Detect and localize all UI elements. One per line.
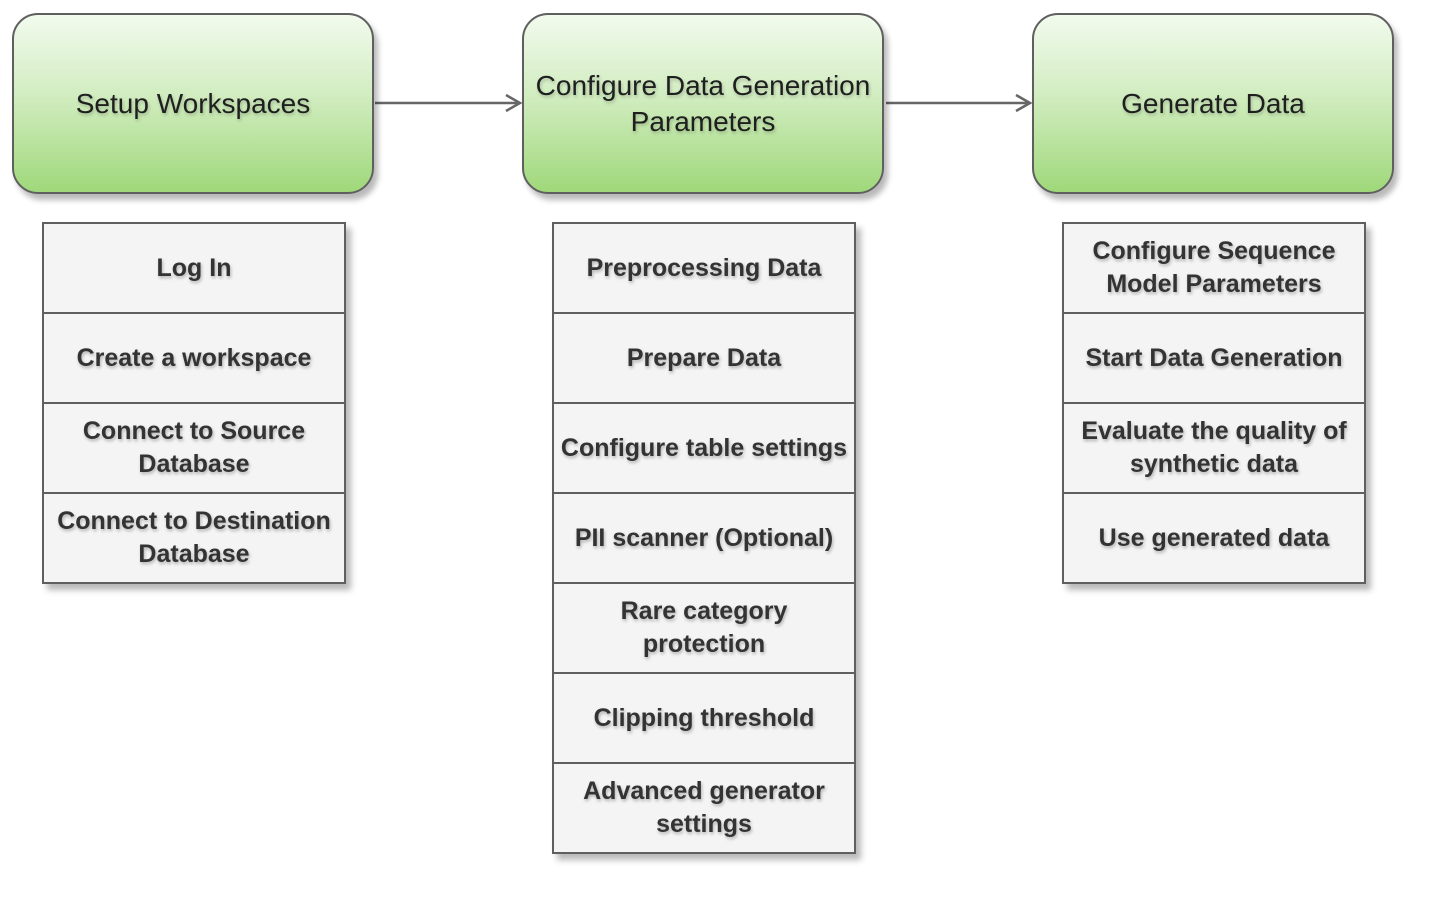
- step-configure-table-settings: Configure table settings: [554, 402, 854, 492]
- step-label: Prepare Data: [626, 343, 782, 372]
- stage-node-configure-parameters: Configure Data Generation Parameters: [522, 13, 884, 194]
- stage-title: Generate Data: [1121, 87, 1305, 119]
- step-label: Configure table settings: [560, 433, 848, 462]
- step-label: Rare category protection: [620, 597, 788, 658]
- stage-column-generate-data: Generate Data Configure Sequence Model P…: [1032, 13, 1394, 584]
- stage-title: Setup Workspaces: [75, 87, 311, 119]
- step-list-configure-parameters: Preprocessing Data Prepare Data Configur…: [552, 222, 856, 854]
- step-clipping-threshold: Clipping threshold: [554, 672, 854, 762]
- step-use-generated-data: Use generated data: [1064, 492, 1364, 582]
- step-create-workspace: Create a workspace: [44, 312, 344, 402]
- step-connect-source-database: Connect to Source Database: [44, 402, 344, 492]
- stage-column-configure-parameters: Configure Data Generation Parameters Pre…: [522, 13, 884, 854]
- step-label: Start Data Generation: [1085, 343, 1343, 372]
- step-start-data-generation: Start Data Generation: [1064, 312, 1364, 402]
- step-label: Connect to Source Database: [82, 417, 306, 478]
- step-label: PII scanner (Optional): [574, 523, 834, 552]
- stage-node-generate-data: Generate Data: [1032, 13, 1394, 194]
- step-pii-scanner: PII scanner (Optional): [554, 492, 854, 582]
- stage-column-setup-workspaces: Setup Workspaces Log In Create a workspa…: [12, 13, 374, 584]
- step-label: Connect to Destination Database: [57, 507, 331, 568]
- step-label: Preprocessing Data: [586, 253, 822, 282]
- step-label: Log In: [156, 253, 232, 282]
- step-advanced-generator-settings: Advanced generator settings: [554, 762, 854, 852]
- step-list-generate-data: Configure Sequence Model Parameters Star…: [1062, 222, 1366, 584]
- arrowhead-configure: [505, 93, 523, 113]
- arrowhead-generate: [1015, 93, 1033, 113]
- step-prepare-data: Prepare Data: [554, 312, 854, 402]
- stage-title: Configure Data Generation Parameters: [535, 69, 871, 137]
- step-connect-destination-database: Connect to Destination Database: [44, 492, 344, 582]
- step-label: Clipping threshold: [593, 703, 815, 732]
- step-configure-sequence-model: Configure Sequence Model Parameters: [1064, 224, 1364, 312]
- step-list-setup-workspaces: Log In Create a workspace Connect to Sou…: [42, 222, 346, 584]
- step-log-in: Log In: [44, 224, 344, 312]
- step-evaluate-quality: Evaluate the quality of synthetic data: [1064, 402, 1364, 492]
- step-label: Create a workspace: [76, 343, 312, 372]
- step-label: Configure Sequence Model Parameters: [1092, 237, 1336, 298]
- step-label: Evaluate the quality of synthetic data: [1081, 417, 1347, 478]
- stage-node-setup-workspaces: Setup Workspaces: [12, 13, 374, 194]
- step-label: Advanced generator settings: [583, 777, 825, 838]
- step-preprocessing-data: Preprocessing Data: [554, 224, 854, 312]
- step-label: Use generated data: [1098, 523, 1330, 552]
- step-rare-category-protection: Rare category protection: [554, 582, 854, 672]
